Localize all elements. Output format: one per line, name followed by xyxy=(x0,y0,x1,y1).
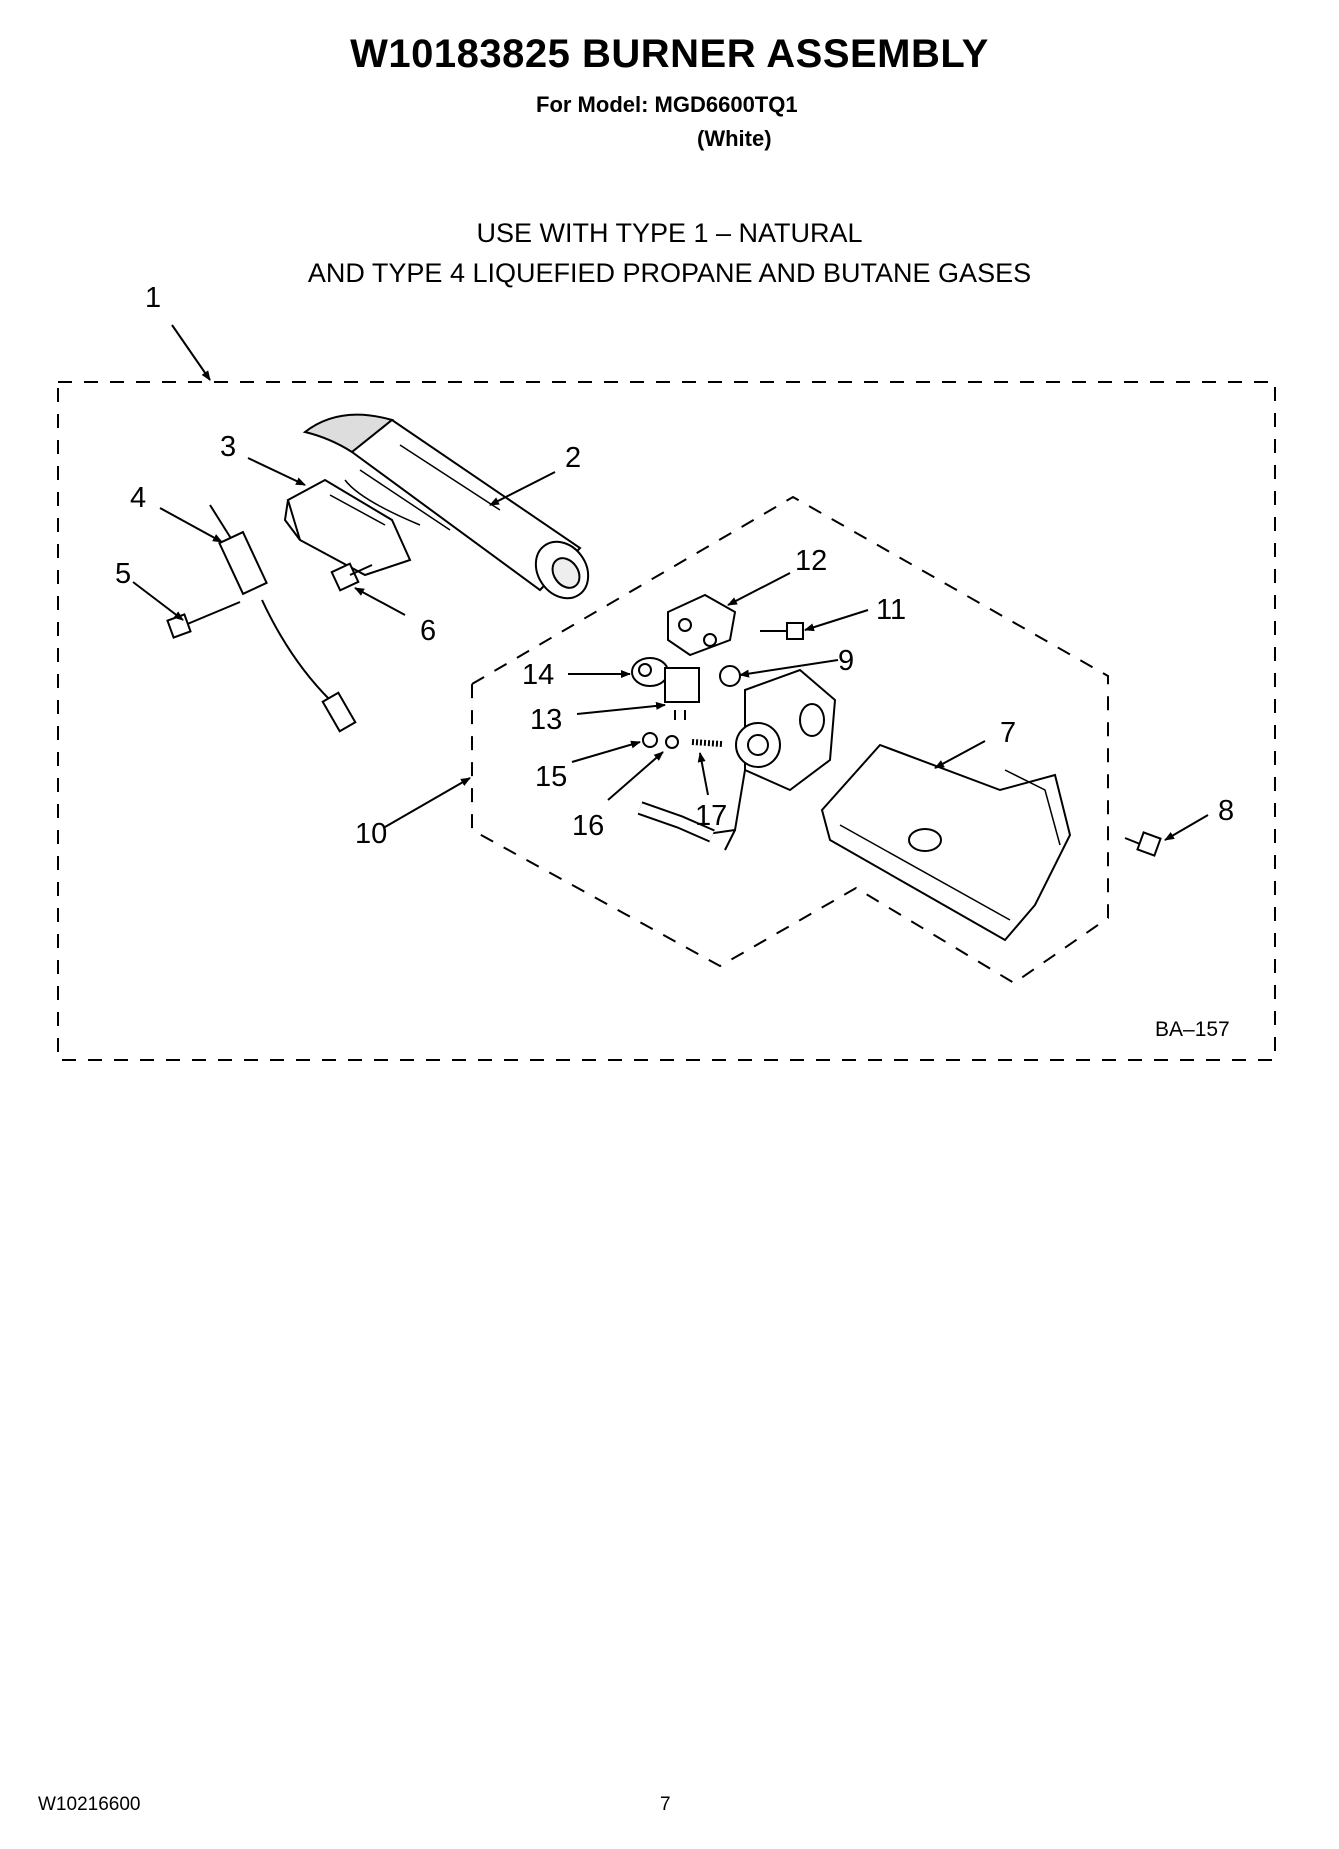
callout-3: 3 xyxy=(220,431,236,463)
coil-14 xyxy=(631,657,669,687)
assembly-frame xyxy=(57,381,1276,1061)
callout-17: 17 xyxy=(695,800,727,832)
callout-12: 12 xyxy=(795,545,827,577)
usage-line-2: AND TYPE 4 LIQUEFIED PROPANE AND BUTANE … xyxy=(307,258,1032,288)
igniter xyxy=(209,504,357,733)
callout-8: 8 xyxy=(1218,795,1234,827)
valve-assembly-outline xyxy=(471,495,1109,985)
spring-17 xyxy=(691,739,723,747)
callout-1: 1 xyxy=(145,282,161,314)
screw-8 xyxy=(1124,831,1162,857)
callout-6: 6 xyxy=(420,615,436,647)
page-number: 7 xyxy=(660,1794,671,1815)
page-title: W10183825 BURNER ASSEMBLY xyxy=(350,32,989,76)
callout-11: 11 xyxy=(876,594,906,626)
ball-16 xyxy=(665,735,679,749)
burner-bracket xyxy=(820,743,1072,942)
screw-6 xyxy=(330,562,373,592)
screw-5 xyxy=(166,601,241,639)
callout-15: 15 xyxy=(535,761,567,793)
burner-tube xyxy=(302,413,590,600)
callout-7: 7 xyxy=(1000,717,1016,749)
callout-13: 13 xyxy=(530,704,562,736)
gas-valve xyxy=(699,668,837,851)
model-line: For Model: MGD6600TQ1 xyxy=(536,92,798,117)
usage-line-1: USE WITH TYPE 1 – NATURAL xyxy=(476,218,863,248)
callout-16: 16 xyxy=(572,810,604,842)
callout-4: 4 xyxy=(130,482,146,514)
callout-14: 14 xyxy=(522,659,554,691)
color-line: (White) xyxy=(697,126,772,151)
valve-cover xyxy=(667,593,737,657)
washer-15 xyxy=(642,732,658,748)
callout-2: 2 xyxy=(565,442,581,474)
document-number: W10216600 xyxy=(38,1794,141,1815)
coil-13 xyxy=(664,667,700,720)
igniter-bracket xyxy=(283,478,412,577)
orifice-nut xyxy=(719,665,741,687)
callout-9: 9 xyxy=(838,645,854,677)
diagram-code: BA–157 xyxy=(1155,1018,1230,1041)
screw-11 xyxy=(760,622,804,640)
callout-5: 5 xyxy=(115,558,131,590)
callout-10: 10 xyxy=(355,818,387,850)
